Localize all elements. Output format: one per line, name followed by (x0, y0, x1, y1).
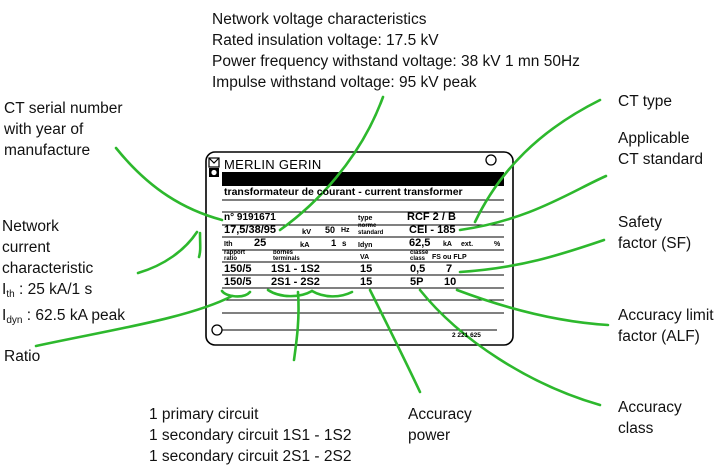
plate-fs-flp-label: FS ou FLP (432, 254, 467, 261)
brand-logo-mark-1 (208, 157, 220, 164)
plate-type-value: RCF 2 / B (407, 211, 456, 223)
row1-factor: 7 (446, 263, 453, 275)
leader-safety (458, 238, 606, 274)
label-alf: Accuracy limit factor (ALF) (618, 307, 714, 345)
leader-serial (114, 146, 224, 222)
label-accuracy-class: Accuracy class (618, 399, 682, 437)
row2-ratio: 150/5 (224, 276, 252, 288)
ith-line: Ith : 25 kA/1 s (2, 281, 93, 300)
leader-network-voltage (278, 95, 385, 232)
plate-ext: ext. (461, 241, 474, 248)
row2-class: 5P (410, 276, 424, 288)
plate-terminals-label: terminals (273, 256, 300, 262)
plate-ith-label: Ith (224, 241, 233, 248)
row2-factor: 10 (444, 276, 457, 288)
plate-subtitle: transformateur de courant - current tran… (224, 186, 463, 198)
plate-ith-value: 25 (254, 237, 267, 249)
plate-serial: n° 9191671 (224, 212, 276, 223)
ratio-brace (220, 289, 252, 298)
row1-terminals: 1S1 - 1S2 (271, 263, 320, 275)
plate-ith-duration: 1 (331, 238, 337, 249)
plate-idyn-label: Idyn (358, 242, 373, 249)
plate-standard-value: CEI - 185 (409, 224, 456, 236)
plate-norme-label: norme (358, 223, 377, 229)
label-circuits: 1 primary circuit 1 secondary circuit 1S… (149, 406, 352, 465)
label-network-voltage: Network voltage characteristics Rated in… (212, 11, 580, 91)
plate-ith-ka: kA (300, 240, 310, 249)
row2-va: 15 (360, 276, 373, 288)
row2-terminals: 2S1 - 2S2 (271, 276, 320, 288)
leader-lines (34, 95, 610, 407)
plate-rapport-label: rapport (224, 250, 245, 256)
leader-ct-type (473, 98, 602, 224)
plate-percent: % (494, 241, 501, 248)
plate-type-label: type (358, 215, 373, 222)
label-ratio: Ratio (4, 348, 41, 365)
label-ct-standard: Applicable CT standard (618, 130, 704, 168)
plate-kv: kV (302, 227, 312, 236)
plate-frequency: 50 (325, 225, 336, 235)
plate-classe-label: classe (410, 250, 429, 256)
plate-black-band (222, 172, 504, 186)
plate-standard-label: standard (358, 230, 384, 236)
row1-va: 15 (360, 263, 373, 275)
plate-class-label: class (410, 256, 426, 262)
plate-voltage: 17,5/38/95 (224, 224, 276, 236)
plate-screw-hole-bottom (211, 324, 223, 336)
leader-standard (458, 174, 608, 232)
idyn-line: Idyn : 62.5 kA peak (2, 307, 125, 326)
plate-screw-hole-top (485, 154, 497, 166)
label-ct-type: CT type (618, 93, 672, 110)
leader-accuracy-class (418, 288, 602, 407)
leader-circuits (292, 290, 300, 362)
plate-hz: Hz (341, 227, 350, 234)
leader-ratio (34, 294, 234, 348)
plate-idyn-ka: kA (443, 241, 452, 248)
label-safety-factor: Safety factor (SF) (618, 214, 692, 252)
label-network-current: Network current characteristic Ith : 25 … (2, 216, 125, 331)
leader-power (368, 288, 422, 394)
leader-alf (455, 288, 610, 327)
leader-network-current-2 (197, 231, 202, 259)
brand-logo-box-1 (208, 157, 220, 168)
plate-bornes-label: bornes (273, 250, 294, 256)
plate-ith-seconds: s (342, 239, 347, 248)
plate-va-label: VA (360, 254, 370, 261)
terminals-brace-2 (310, 289, 354, 298)
plate-code: 2 221 625 (452, 332, 481, 339)
label-accuracy-power: Accuracy power (408, 406, 472, 444)
row1-class: 0,5 (410, 263, 426, 275)
plate-idyn-value: 62,5 (409, 237, 431, 249)
terminals-brace-1 (266, 288, 314, 298)
brand-logo-mark-2 (211, 169, 217, 176)
plate-brand: MERLIN GERIN (224, 157, 322, 172)
label-serial-number: CT serial number with year of manufactur… (4, 100, 123, 159)
row1-ratio: 150/5 (224, 263, 252, 275)
plate-ratio-label: ratio (224, 256, 238, 262)
leader-network-current-1 (136, 230, 199, 275)
